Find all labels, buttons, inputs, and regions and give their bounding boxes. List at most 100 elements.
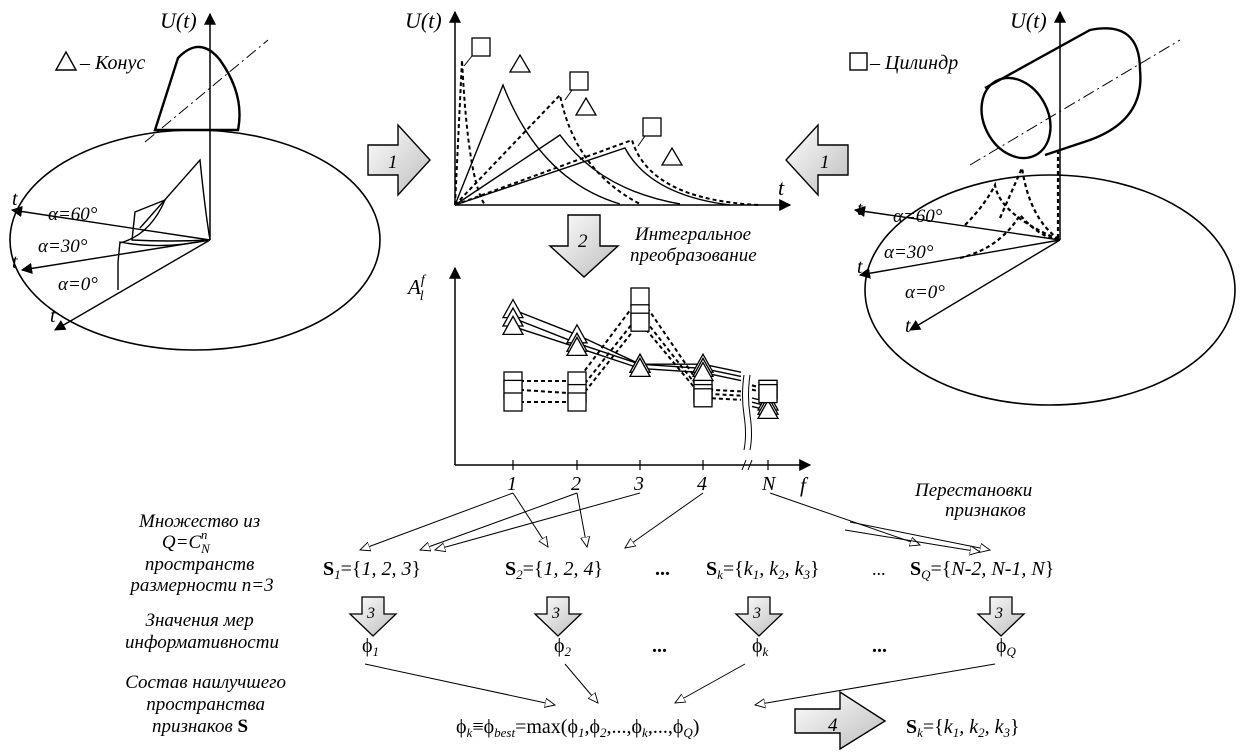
right-t-label-3: t — [905, 315, 911, 337]
step-number-3b: 3 — [551, 605, 560, 622]
step-arrow-4: 4 — [794, 690, 887, 751]
step-number-3c: 3 — [752, 605, 761, 622]
convergence-arrows — [364, 663, 996, 705]
step-number-3d: 3 — [994, 605, 1003, 622]
znacheniya-label: Значения мер информативности — [125, 610, 279, 653]
step-arrow-3b: 3 — [533, 596, 583, 637]
permutation-arrow-2 — [844, 529, 980, 552]
square-marker — [630, 312, 650, 332]
right-pulse-4 — [959, 213, 1061, 260]
left-t-label-1: t — [12, 188, 18, 210]
right-panel: U(t) – Цилиндр t t t α=60° α=30° α=0° — [849, 8, 1236, 406]
top-cyl-2 — [454, 92, 641, 206]
left-angle-60: α=60° — [48, 204, 98, 225]
top-y-label: U(t) — [405, 8, 442, 33]
step-arrow-3a: 3 — [348, 596, 398, 637]
top-square-1 — [471, 37, 491, 57]
right-pulse-2 — [964, 181, 1061, 242]
arrow-2-to-s1 — [420, 492, 578, 550]
left-panel: U(t) – Конус t t t α=60° α=30° α=0° — [9, 8, 381, 351]
right-angle-30: α=30° — [884, 242, 934, 263]
top-chart: U(t) t — [405, 8, 792, 211]
step-arrow-1-left: 1 — [367, 123, 431, 197]
top-cone-3 — [454, 147, 731, 206]
right-pulse-3 — [998, 164, 1061, 241]
phi-2: ϕ2 — [554, 635, 572, 659]
triangle-marker — [565, 336, 589, 357]
right-angle-0: α=0° — [905, 282, 945, 303]
top-triangle-1 — [508, 53, 532, 73]
arrow-1-to-s1 — [360, 492, 514, 550]
max-formula: ϕk≡ϕbest=max(ϕ1,ϕ2,...,ϕk,...,ϕQ) — [456, 716, 699, 740]
left-t-axis-1 — [10, 205, 211, 241]
arrow-phi2-to-max — [564, 663, 598, 703]
square-legend-icon — [849, 52, 868, 71]
top-square-2 — [569, 71, 589, 91]
axis-break-mark — [741, 459, 753, 471]
feature-tick-label: 3 — [633, 473, 644, 495]
set-sk: Sk={k1, k2, k3} — [706, 558, 820, 582]
step-arrow-1-right: 1 — [785, 123, 849, 197]
square-marker — [693, 388, 713, 408]
left-legend-text: – Конус — [79, 52, 145, 74]
top-cone-1 — [454, 83, 621, 206]
left-angle-30: α=30° — [38, 236, 88, 257]
left-u-label: U(t) — [160, 8, 197, 33]
left-t-label-2: t — [12, 251, 18, 273]
arrow-n-to-sq — [769, 492, 920, 545]
square-marker — [630, 287, 650, 307]
square-marker — [567, 392, 587, 412]
phi-q: ϕQ — [996, 635, 1017, 659]
top-leader-3 — [637, 135, 646, 147]
top-leader-1 — [463, 55, 473, 67]
permutation-arrow-1 — [849, 521, 990, 550]
integral-label: Интегральное преобразование — [630, 224, 757, 266]
left-angle-0: α=0° — [58, 274, 98, 295]
right-angle-60: α=60° — [893, 206, 943, 227]
arrow-4-to-s2 — [625, 492, 704, 548]
left-t-axis-3 — [54, 239, 211, 331]
arrow-phik-to-max — [675, 663, 746, 703]
top-cyl-3 — [454, 138, 761, 206]
top-triangle-3 — [660, 146, 684, 166]
feature-tick-label: 1 — [507, 473, 517, 495]
square-marker — [503, 392, 523, 412]
step-arrow-2: 2 — [548, 214, 620, 278]
feature-series-line — [513, 320, 742, 403]
step-number-1-right: 1 — [820, 152, 830, 173]
fanout-arrows — [360, 492, 990, 552]
top-cyl-1 — [454, 59, 486, 206]
ellipsis-1: ... — [655, 558, 670, 580]
top-triangle-2 — [574, 96, 598, 116]
sostav-label: Состав наилучшего пространства признаков… — [125, 672, 291, 737]
cylinder-face — [980, 76, 1052, 160]
step-arrow-3d: 3 — [976, 596, 1026, 637]
cylinder-axis-dashdot — [969, 39, 1181, 166]
feature-tick-label: N — [761, 473, 777, 495]
arrow-phiq-to-max — [755, 663, 996, 705]
arrow-phi1-to-max — [364, 663, 555, 705]
left-pulse-0 — [117, 239, 211, 290]
triangle-marker — [756, 399, 780, 420]
arrow-1-to-s2 — [512, 492, 548, 547]
cone-shape — [153, 45, 241, 132]
set-s2: S2={1, 2, 4} — [505, 558, 603, 582]
series-break-mark — [742, 374, 752, 451]
left-pulse-30 — [119, 198, 211, 244]
right-ellipse — [864, 174, 1236, 406]
set-sq: SQ={N-2, N-1, N} — [910, 558, 1054, 582]
right-t-axis-3 — [909, 239, 1061, 331]
top-square-3 — [642, 117, 662, 137]
right-t-axis-1 — [853, 205, 1061, 241]
step-arrow-3c: 3 — [734, 596, 784, 637]
mnozhestvo-label: Множество из Q=CNn пространств размернос… — [128, 511, 273, 596]
feature-x-label: f — [800, 473, 809, 497]
right-t-label-1: t — [857, 198, 863, 220]
top-cone-2 — [454, 134, 681, 206]
step-number-1-left: 1 — [388, 152, 398, 173]
ellipsis-4: ... — [872, 635, 887, 657]
triangle-marker — [501, 315, 525, 336]
